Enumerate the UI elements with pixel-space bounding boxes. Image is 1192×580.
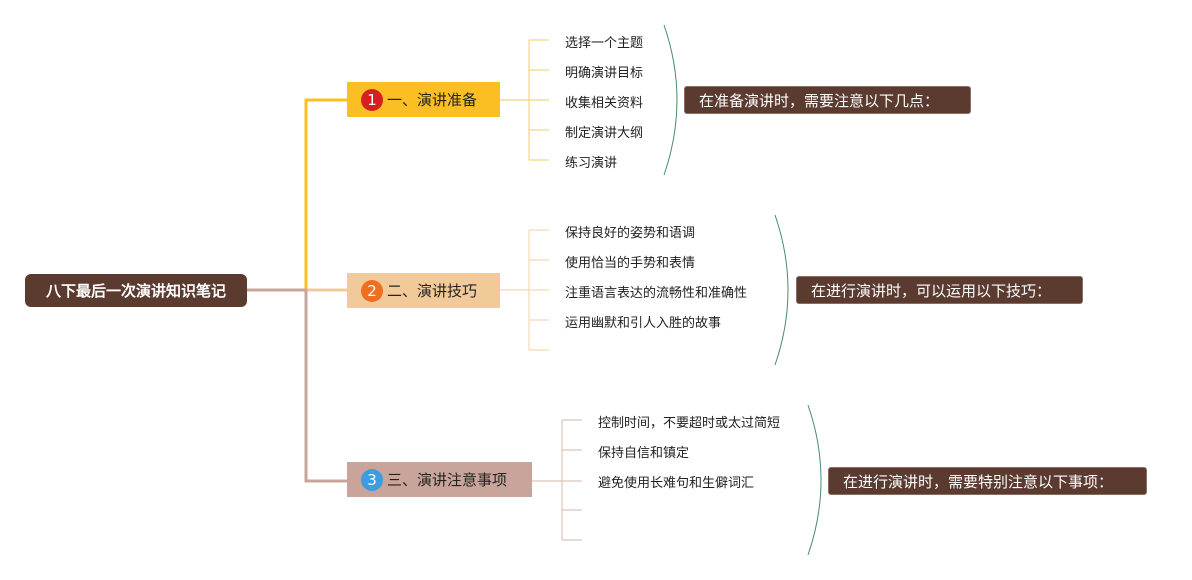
leaf-item[interactable]: 保持自信和镇定 [598, 446, 690, 461]
branch-label: 二、演讲技巧 [387, 282, 478, 300]
connector-branch-3 [247, 288, 347, 483]
leaf-item[interactable]: 选择一个主题 [565, 36, 644, 51]
branch-topic-2[interactable]: 2 二、演讲技巧 [347, 273, 500, 308]
leaf-item[interactable]: 控制时间，不要超时或太过简短 [598, 416, 781, 431]
leaf-item[interactable]: 练习演讲 [565, 156, 618, 171]
leaf-item[interactable]: 使用恰当的手势和表情 [565, 256, 696, 271]
leaf-item[interactable]: 避免使用长难句和生僻词汇 [598, 476, 755, 491]
branch-topic-1[interactable]: 1 一、演讲准备 [347, 82, 500, 117]
branch-label: 一、演讲准备 [387, 91, 478, 109]
number-badge-icon: 3 [361, 468, 383, 491]
branch-label: 三、演讲注意事项 [387, 471, 508, 489]
summary-box-3[interactable]: 在进行演讲时，需要特别注意以下事项： [828, 467, 1147, 495]
leaf-item[interactable]: 运用幽默和引人入胜的故事 [565, 316, 722, 331]
leaf-item[interactable]: 注重语言表达的流畅性和准确性 [565, 286, 748, 301]
leaf-bracket-3 [532, 419, 582, 541]
leaf-item[interactable]: 明确演讲目标 [565, 66, 644, 81]
summary-box-1[interactable]: 在准备演讲时，需要注意以下几点： [684, 86, 971, 114]
branch-topic-3[interactable]: 3 三、演讲注意事项 [347, 462, 532, 497]
summary-bracket-1 [663, 24, 678, 176]
number-badge-icon: 2 [361, 279, 383, 302]
summary-bracket-3 [807, 404, 822, 556]
summary-bracket-2 [774, 214, 789, 366]
leaf-item[interactable]: 保持良好的姿势和语调 [565, 226, 696, 241]
leaf-item[interactable]: 制定演讲大纲 [565, 126, 644, 141]
number-badge-icon: 1 [361, 88, 383, 111]
connector-branch-1 [247, 98, 347, 292]
root-topic[interactable]: 八下最后一次演讲知识笔记 [25, 274, 247, 307]
leaf-bracket-1 [500, 39, 549, 161]
leaf-item[interactable]: 收集相关资料 [565, 96, 644, 111]
summary-box-2[interactable]: 在进行演讲时，可以运用以下技巧： [796, 276, 1083, 304]
leaf-bracket-2 [500, 229, 549, 351]
